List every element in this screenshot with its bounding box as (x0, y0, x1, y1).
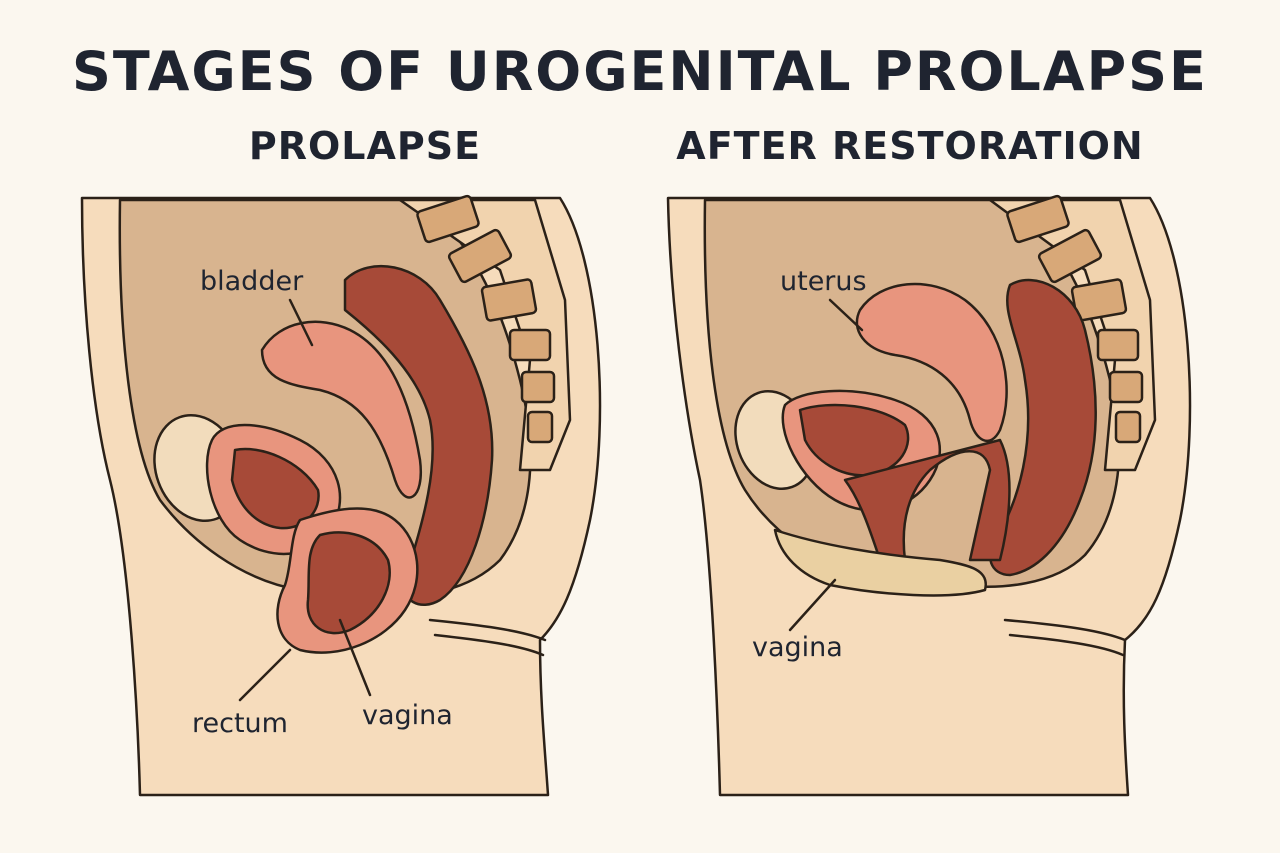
label-uterus: uterus (780, 266, 867, 297)
panel-title-prolapse: PROLAPSE (248, 124, 482, 168)
uterus-right (855, 282, 1008, 443)
uterus-left (260, 320, 423, 499)
leader-uterus (828, 298, 864, 332)
label-vagina-restored: vagina (752, 632, 843, 663)
label-bladder: bladder (200, 266, 304, 297)
leader-vagina-right (788, 578, 837, 632)
rectum-left (343, 265, 494, 606)
support-mesh-right (773, 528, 988, 597)
leader-vagina-left (338, 618, 372, 697)
rectum-right (988, 278, 1097, 577)
label-vagina-prolapse: vagina (362, 700, 453, 731)
vaginal-canal-right (843, 438, 1011, 562)
label-rectum: rectum (192, 708, 288, 739)
panel-title-after-restoration: AFTER RESTORATION (676, 124, 1144, 168)
diagram-title: STAGES OF UROGENITAL PROLAPSE (72, 40, 1208, 103)
leader-rectum (238, 648, 292, 702)
leader-bladder (288, 298, 314, 347)
